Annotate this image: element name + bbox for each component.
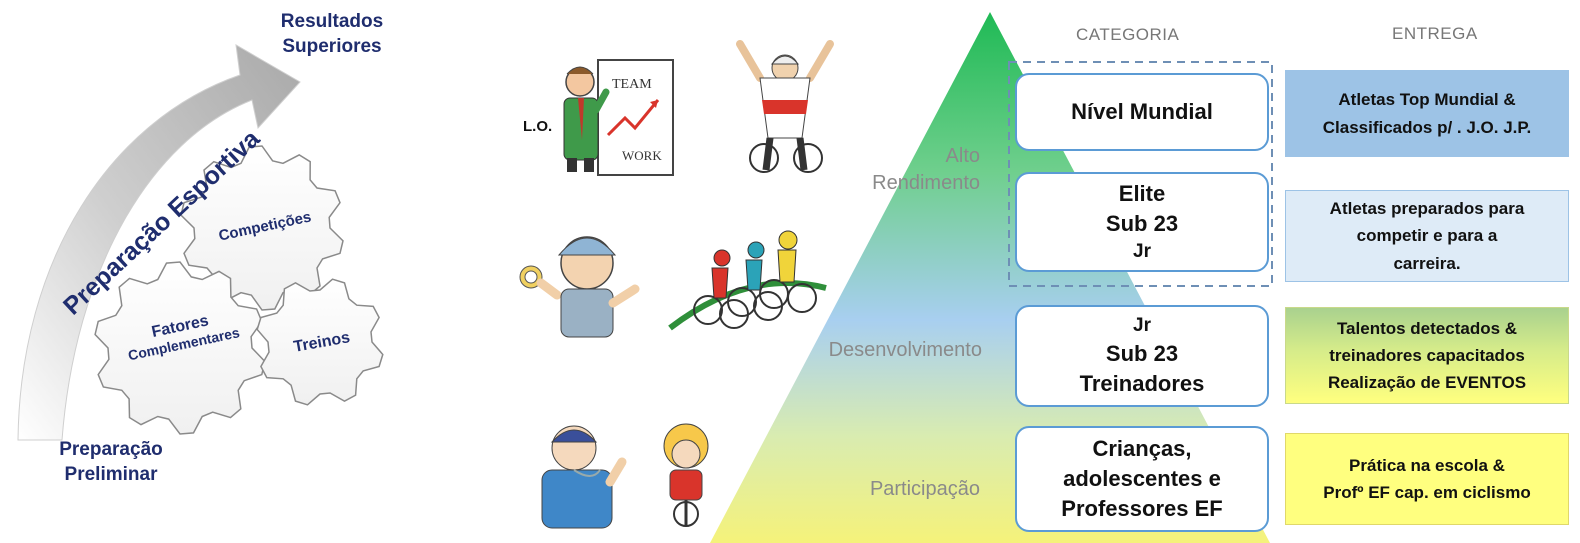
- level-alto-rendimento: Alto Rendimento: [800, 143, 980, 197]
- category-criancas-line2: adolescentes e: [1063, 466, 1221, 492]
- delivery-atletas-preparados-line1: Atletas preparados para: [1329, 199, 1525, 219]
- category-jr: Jr Sub 23 Treinadores: [1015, 305, 1269, 407]
- column-header-entrega: ENTREGA: [1392, 24, 1478, 43]
- category-elite-line1: Elite: [1118, 181, 1166, 207]
- board-text-team: TEAM: [612, 77, 652, 92]
- bottom-label: Preparação Preliminar: [46, 438, 176, 487]
- column-header-categoria: CATEGORIA: [1076, 25, 1180, 44]
- top-label: Resultados Superiores: [272, 10, 392, 59]
- pyramid: [710, 12, 1273, 543]
- category-jr-line2: Sub 23: [1105, 341, 1179, 367]
- category-elite-line3: Jr: [1133, 240, 1151, 262]
- delivery-pratica-escola-line2: Profº EF cap. em ciclismo: [1323, 483, 1531, 502]
- cycling-race-illustration: [668, 230, 827, 331]
- delivery-talentos-line1: Talentos detectados &: [1336, 318, 1518, 338]
- category-criancas-line3: Professores EF: [1061, 495, 1223, 521]
- trainer-stopwatch-illustration: [519, 236, 640, 338]
- level-alto-line2: Rendimento: [872, 172, 980, 194]
- category-elite-line2: Sub 23: [1105, 211, 1179, 237]
- level-alto-line1: Alto: [945, 145, 980, 167]
- category-criancas-line1: Crianças,: [1092, 436, 1192, 462]
- lo-label: L.O.: [523, 118, 553, 135]
- top-label-line2: Superiores: [282, 35, 382, 57]
- delivery-talentos-line3: Realização de EVENTOS: [1327, 373, 1527, 393]
- category-elite: Elite Sub 23 Jr: [1015, 172, 1269, 272]
- delivery-top-mundial-line2: Classificados p/ . J.O. J.P.: [1322, 117, 1532, 137]
- teacher-whistle-illustration: [541, 425, 627, 529]
- level-participacao: Participação: [869, 478, 980, 500]
- top-label-line1: Resultados: [280, 11, 384, 32]
- level-desenvolvimento: Desenvolvimento: [828, 339, 982, 361]
- preparation-diagram: [17, 44, 384, 441]
- delivery-atletas-preparados: Atletas preparados para competir e para …: [1285, 190, 1569, 282]
- delivery-top-mundial-line1: Atletas Top Mundial &: [1338, 90, 1516, 110]
- winning-cyclist-illustration: [736, 40, 834, 173]
- board-text-work: WORK: [622, 148, 662, 163]
- delivery-talentos: Talentos detectados & treinadores capaci…: [1285, 307, 1569, 404]
- bottom-label-line2: Preliminar: [64, 463, 158, 485]
- delivery-pratica-escola: Prática na escola & Profº EF cap. em cic…: [1285, 433, 1569, 525]
- category-nivel-mundial: Nível Mundial: [1015, 73, 1269, 151]
- gear-treinos: [256, 278, 384, 406]
- gear-fatores-shape: [94, 261, 266, 435]
- category-criancas: Crianças, adolescentes e Professores EF: [1015, 426, 1269, 532]
- teamwork-coach-illustration: TEAM WORK: [563, 59, 674, 176]
- delivery-atletas-preparados-line3: carreira.: [1393, 253, 1461, 273]
- delivery-talentos-line2: treinadores capacitados: [1329, 345, 1525, 365]
- category-jr-line3: Treinadores: [1079, 370, 1205, 396]
- gear-treinos-shape: [256, 278, 384, 406]
- delivery-pratica-escola-line1: Prática na escola &: [1349, 455, 1505, 475]
- curved-arrow: [17, 44, 301, 441]
- top-levels-dashed-frame: [1008, 61, 1273, 287]
- bottom-label-line1: Preparação: [59, 439, 163, 460]
- child-cyclist-illustration: [663, 423, 709, 527]
- delivery-atletas-preparados-line2: competir e para a: [1356, 226, 1498, 246]
- delivery-top-mundial: Atletas Top Mundial & Classificados p/ .…: [1285, 70, 1569, 157]
- gear-fatores: [94, 261, 266, 435]
- category-jr-line1: Jr: [1133, 315, 1151, 337]
